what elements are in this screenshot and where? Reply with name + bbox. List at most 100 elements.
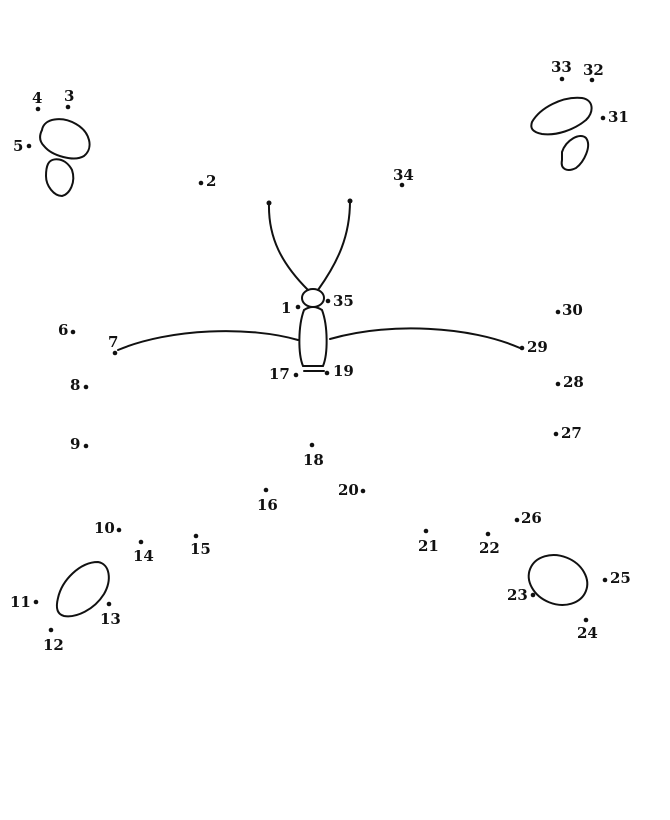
dot-number-label: 7 [108, 333, 118, 351]
right-wing-edge [329, 327, 521, 349]
dot-marker[interactable] [116, 527, 122, 533]
dot-marker[interactable] [553, 431, 559, 437]
dot-6[interactable]: 6 [58, 321, 76, 339]
dot-33[interactable]: 33 [551, 58, 572, 82]
dot-marker[interactable] [309, 442, 315, 448]
dot-marker[interactable] [423, 528, 429, 534]
dot-10[interactable]: 10 [94, 519, 122, 537]
dot-marker[interactable] [112, 350, 118, 356]
right-antenna-tip [347, 198, 353, 204]
dot-marker[interactable] [324, 370, 330, 376]
dot-number-label: 1 [281, 299, 291, 317]
dot-4[interactable]: 4 [32, 89, 42, 112]
dot-24[interactable]: 24 [577, 617, 598, 642]
dot-number-label: 30 [562, 301, 583, 319]
dot-marker[interactable] [530, 592, 536, 598]
dot-31[interactable]: 31 [600, 108, 629, 126]
dot-marker[interactable] [26, 143, 32, 149]
dot-12[interactable]: 12 [43, 627, 64, 654]
dot-marker[interactable] [83, 384, 89, 390]
dot-number-label: 23 [507, 586, 528, 604]
dot-number-label: 4 [32, 89, 42, 107]
dot-marker[interactable] [83, 443, 89, 449]
dot-32[interactable]: 32 [583, 61, 604, 83]
dot-23[interactable]: 23 [507, 586, 536, 604]
dot-number-label: 26 [521, 509, 542, 527]
dot-marker[interactable] [138, 539, 144, 545]
dot-number-label: 32 [583, 61, 604, 79]
dot-marker[interactable] [33, 599, 39, 605]
dot-number-label: 13 [100, 610, 121, 628]
dot-number-label: 27 [561, 424, 582, 442]
dot-number-label: 20 [338, 481, 359, 499]
dot-marker[interactable] [559, 76, 565, 82]
dot-marker[interactable] [485, 531, 491, 537]
dot-35[interactable]: 35 [325, 292, 354, 310]
dot-marker[interactable] [583, 617, 589, 623]
dot-marker[interactable] [106, 601, 112, 607]
dot-number-label: 35 [333, 292, 354, 310]
dot-16[interactable]: 16 [257, 487, 278, 514]
dot-number-label: 15 [190, 540, 211, 558]
dot-8[interactable]: 8 [70, 376, 89, 394]
dot-2[interactable]: 2 [198, 172, 217, 190]
dot-marker[interactable] [293, 372, 299, 378]
dot-marker[interactable] [295, 304, 301, 310]
dot-marker[interactable] [48, 627, 54, 633]
dot-marker[interactable] [198, 180, 204, 186]
dot-marker[interactable] [70, 329, 76, 335]
dot-28[interactable]: 28 [555, 373, 584, 391]
dot-marker[interactable] [65, 104, 71, 110]
dot-1[interactable]: 1 [281, 299, 301, 317]
right-antenna [317, 200, 351, 291]
dot-17[interactable]: 17 [269, 365, 299, 383]
dot-marker[interactable] [602, 577, 608, 583]
dot-marker[interactable] [35, 106, 41, 112]
spot-top-right-small [560, 134, 590, 171]
butterfly-thorax [298, 306, 328, 367]
dot-21[interactable]: 21 [418, 528, 439, 555]
dot-marker[interactable] [555, 309, 561, 315]
dot-marker[interactable] [263, 487, 269, 493]
dot-marker[interactable] [514, 517, 520, 523]
dot-20[interactable]: 20 [338, 481, 366, 499]
dot-number-label: 31 [608, 108, 629, 126]
dot-marker[interactable] [589, 77, 595, 83]
dot-5[interactable]: 5 [13, 137, 32, 155]
dot-15[interactable]: 15 [190, 533, 211, 558]
dot-number-label: 12 [43, 636, 64, 654]
butterfly-body [117, 198, 521, 372]
dot-number-label: 8 [70, 376, 80, 394]
dot-7[interactable]: 7 [108, 333, 118, 356]
butterfly-head [301, 288, 325, 308]
dot-19[interactable]: 19 [324, 362, 354, 380]
dot-3[interactable]: 3 [64, 87, 74, 110]
dot-marker[interactable] [360, 488, 366, 494]
dot-number-label: 21 [418, 537, 439, 555]
dot-14[interactable]: 14 [133, 539, 154, 565]
dot-30[interactable]: 30 [555, 301, 583, 319]
dot-number-label: 28 [563, 373, 584, 391]
dot-26[interactable]: 26 [514, 509, 542, 527]
dot-27[interactable]: 27 [553, 424, 582, 442]
dot-marker[interactable] [193, 533, 199, 539]
dot-9[interactable]: 9 [70, 435, 89, 453]
dot-number-label: 17 [269, 365, 290, 383]
left-antenna [267, 202, 309, 291]
dot-11[interactable]: 11 [10, 593, 39, 611]
dot-marker[interactable] [325, 298, 331, 304]
dot-marker[interactable] [519, 345, 525, 351]
dot-22[interactable]: 22 [479, 531, 500, 557]
dot-13[interactable]: 13 [100, 601, 121, 628]
dot-number-label: 24 [577, 624, 598, 642]
dot-25[interactable]: 25 [602, 569, 631, 587]
dot-34[interactable]: 34 [393, 166, 414, 188]
dot-18[interactable]: 18 [303, 442, 324, 469]
dot-marker[interactable] [600, 115, 606, 121]
spot-bottom-left [55, 560, 110, 618]
dot-marker[interactable] [399, 182, 405, 188]
left-antenna-tip [266, 200, 272, 206]
dot-29[interactable]: 29 [519, 338, 548, 356]
dot-marker[interactable] [555, 381, 561, 387]
